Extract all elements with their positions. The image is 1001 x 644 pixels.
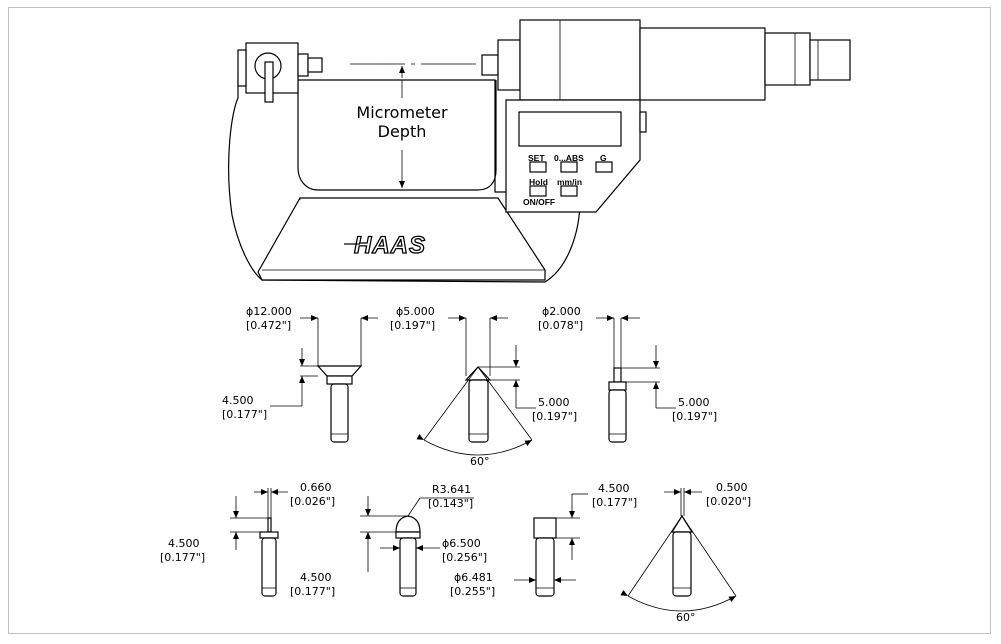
hold-button: [529, 185, 547, 197]
micrometer-body: SET 0...ABS G Hold mm/in ON/OFF Micromet…: [228, 19, 851, 283]
drawing-frame: [8, 7, 991, 634]
tip6-height-inch: [0.177"]: [592, 496, 637, 509]
tip-flat-12mm: ϕ12.000 [0.472"] 4.500 [0.177"]: [222, 305, 378, 443]
tip5-diameter-inch: [0.256"]: [442, 551, 487, 564]
abs-button: [560, 161, 578, 173]
tip4-height: 4.500: [168, 537, 200, 550]
tip6-diameter: ϕ6.481: [454, 571, 493, 584]
tip2-height: 5.000: [538, 396, 570, 409]
tip1-height-inch: [0.177"]: [222, 408, 267, 421]
hold-label: Hold: [529, 177, 548, 187]
depth-label-line1: Micrometer: [356, 103, 448, 122]
ratchet: [764, 32, 811, 86]
onoff-label: ON/OFF: [523, 197, 555, 207]
thimble: [639, 27, 766, 101]
mode-button: [595, 161, 613, 173]
spindle-housing: [519, 19, 641, 101]
tip2-height-inch: [0.197"]: [532, 410, 577, 423]
tip3-height-inch: [0.197"]: [672, 410, 717, 423]
lcd-screen: [518, 111, 622, 147]
tip1-diameter-inch: [0.472"]: [246, 319, 291, 332]
tip7-width: 0.500: [716, 481, 748, 494]
tip2-diameter: ϕ5.000: [396, 305, 435, 318]
abs-label: 0...ABS: [554, 153, 584, 163]
tip6-diameter-inch: [0.255"]: [450, 585, 495, 598]
tip3-diameter-inch: [0.078"]: [538, 319, 583, 332]
tip5-radius: R3.641: [432, 483, 471, 496]
tip5-diameter: ϕ6.500: [442, 537, 481, 550]
tip2-diameter-inch: [0.197"]: [390, 319, 435, 332]
tip3-height: 5.000: [678, 396, 710, 409]
tip7-width-inch: [0.020"]: [706, 495, 751, 508]
set-label: SET: [528, 153, 545, 163]
tip-point-cone: 0.500 [0.020"] 60°: [620, 481, 751, 624]
depth-label-line2: Depth: [378, 122, 427, 141]
ratchet-knob: [809, 39, 851, 81]
mode-label: G: [600, 153, 607, 163]
anvil-lock: [264, 61, 274, 103]
tip3-diameter: ϕ2.000: [542, 305, 581, 318]
tip-blade-0660: 0.660 [0.026"] 4.500 [0.177"]: [160, 481, 335, 597]
tip4-width-inch: [0.026"]: [290, 495, 335, 508]
tip5-height-inch: [0.177"]: [290, 585, 335, 598]
tip4-width: 0.660: [300, 481, 332, 494]
tip4-height-inch: [0.177"]: [160, 551, 205, 564]
tip-radius: R3.641 [0.143"] ϕ6.500 [0.256"] 4.500 [0…: [290, 483, 487, 598]
set-button: [529, 161, 547, 173]
spindle-tip: [481, 54, 499, 76]
tip-cone-5mm: ϕ5.000 [0.197"] 5.000 [0.197"] 60°: [390, 305, 577, 468]
units-button: [560, 185, 578, 197]
tip7-angle: 60°: [676, 611, 696, 624]
haas-logo: HAAS: [354, 232, 426, 259]
tip5-radius-inch: [0.143"]: [428, 497, 473, 510]
units-label: mm/in: [557, 177, 582, 187]
tip1-diameter: ϕ12.000: [246, 305, 292, 318]
tip5-height: 4.500: [300, 571, 332, 584]
tip1-height: 4.500: [222, 394, 254, 407]
tip2-angle: 60°: [470, 455, 490, 468]
tip-pin-2mm: ϕ2.000 [0.078"] 5.000 [0.197"]: [538, 305, 717, 443]
tip-cylinder: 4.500 [0.177"] ϕ6.481 [0.255"]: [450, 482, 637, 598]
tip6-height: 4.500: [598, 482, 630, 495]
